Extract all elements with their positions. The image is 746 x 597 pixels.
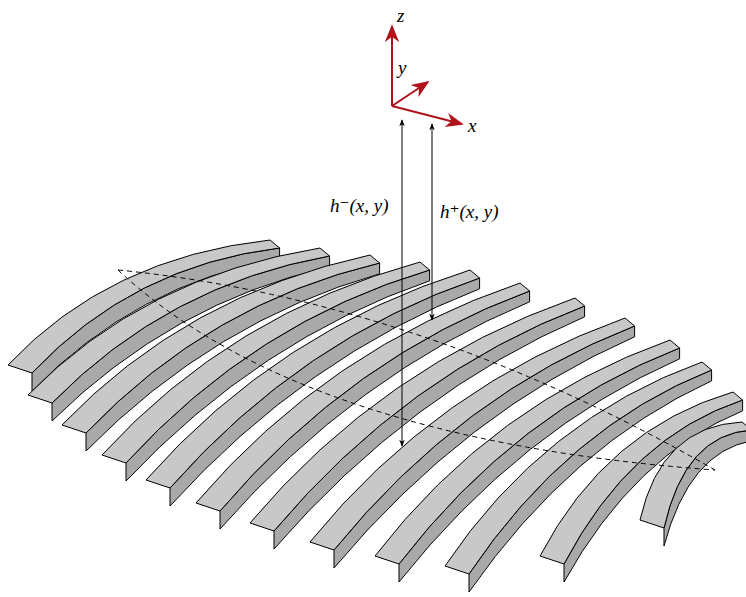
- axis-label: x: [468, 116, 476, 135]
- z-axis: [391, 26, 393, 106]
- height-label: h⁻(x, y): [330, 196, 389, 215]
- dimension-arrow: [432, 124, 433, 320]
- axis-label: z: [397, 6, 404, 25]
- fin-face: [540, 392, 743, 564]
- dashed-curve: [118, 270, 715, 470]
- height-label: h⁺(x, y): [440, 202, 499, 221]
- dimension-arrow: [402, 120, 403, 446]
- dashed-curve: [118, 270, 715, 470]
- y-axis: [392, 82, 428, 106]
- axis-label: y: [398, 58, 406, 77]
